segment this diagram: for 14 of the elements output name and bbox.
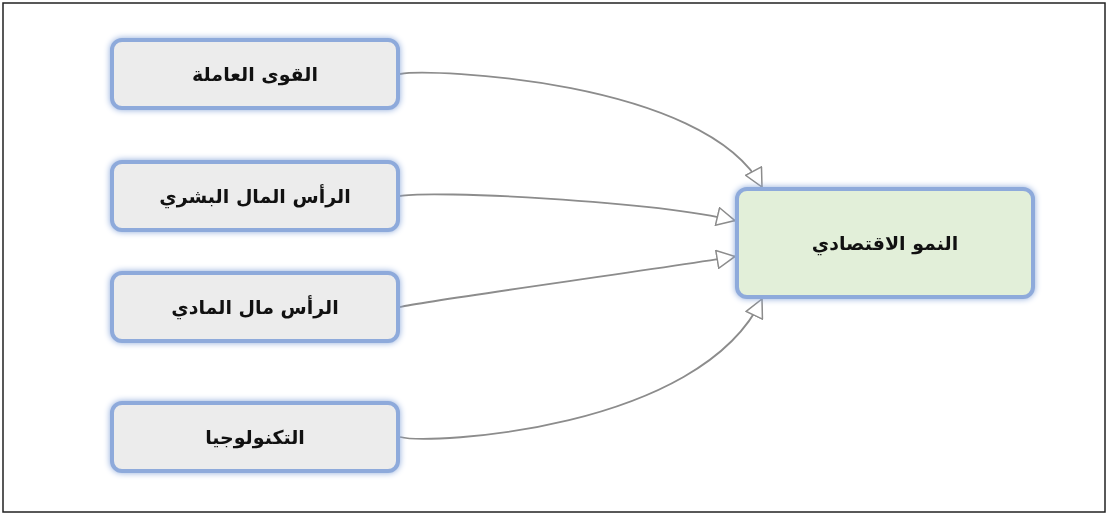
arrow bbox=[399, 249, 736, 308]
box-label: الرأس مال المادي bbox=[171, 296, 339, 318]
process-box bbox=[110, 271, 400, 343]
box-label: النمو الاقتصادي bbox=[811, 232, 959, 254]
arrow bbox=[399, 193, 736, 227]
process-box bbox=[110, 401, 400, 473]
box-label: التكنولوجيا bbox=[205, 426, 305, 448]
process-box bbox=[110, 38, 400, 110]
box-label: القوى العاملة bbox=[192, 63, 318, 85]
box-label: الرأس المال البشري bbox=[159, 185, 351, 207]
result-box bbox=[735, 187, 1035, 299]
arrow bbox=[399, 298, 763, 440]
arrow bbox=[399, 71, 763, 188]
process-box bbox=[110, 160, 400, 232]
